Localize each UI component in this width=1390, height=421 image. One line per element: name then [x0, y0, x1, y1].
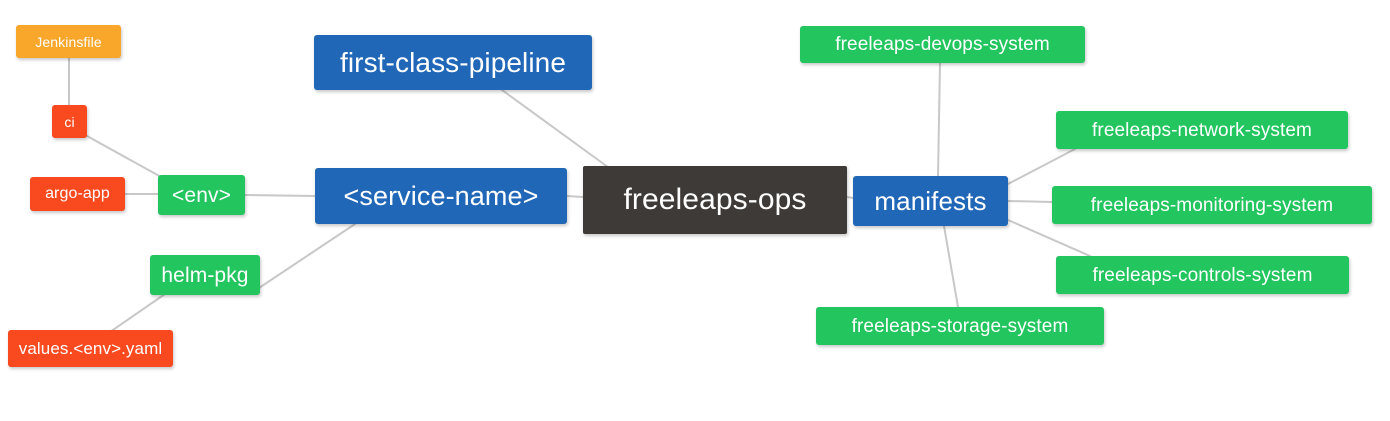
- node-freeleaps-monitoring-system[interactable]: freeleaps-monitoring-system: [1052, 186, 1372, 224]
- edge-env-to-service-name: [244, 194, 316, 197]
- edge-manifests-to-freeleaps-monitoring-system: [1007, 200, 1053, 203]
- edge-manifests-to-freeleaps-devops-system: [937, 62, 941, 177]
- node-env[interactable]: <env>: [158, 175, 245, 215]
- node-first-class-pipeline[interactable]: first-class-pipeline: [314, 35, 592, 90]
- node-values-yaml[interactable]: values.<env>.yaml: [8, 330, 173, 367]
- node-freeleaps-storage-system[interactable]: freeleaps-storage-system: [816, 307, 1104, 345]
- node-freeleaps-network-system[interactable]: freeleaps-network-system: [1056, 111, 1348, 149]
- node-service-name[interactable]: <service-name>: [315, 168, 567, 224]
- node-ci[interactable]: ci: [52, 105, 87, 138]
- edge-service-name-to-helm-pkg: [255, 223, 356, 291]
- edge-manifests-to-freeleaps-network-system: [1007, 148, 1076, 185]
- node-freeleaps-ops[interactable]: freeleaps-ops: [583, 166, 847, 234]
- node-manifests[interactable]: manifests: [853, 176, 1008, 226]
- edge-first-class-pipeline-to-freeleaps-ops: [501, 89, 613, 171]
- edge-manifests-to-freeleaps-storage-system: [943, 225, 959, 308]
- edge-helm-pkg-to-values-yaml: [109, 293, 166, 333]
- edge-service-name-to-freeleaps-ops: [566, 195, 584, 198]
- node-argo-app[interactable]: argo-app: [30, 177, 125, 211]
- node-jenkinsfile[interactable]: Jenkinsfile: [16, 25, 121, 58]
- node-freeleaps-controls-system[interactable]: freeleaps-controls-system: [1056, 256, 1349, 294]
- node-helm-pkg[interactable]: helm-pkg: [150, 255, 260, 295]
- edge-manifests-to-freeleaps-controls-system: [1007, 219, 1091, 257]
- node-freeleaps-devops-system[interactable]: freeleaps-devops-system: [800, 26, 1085, 63]
